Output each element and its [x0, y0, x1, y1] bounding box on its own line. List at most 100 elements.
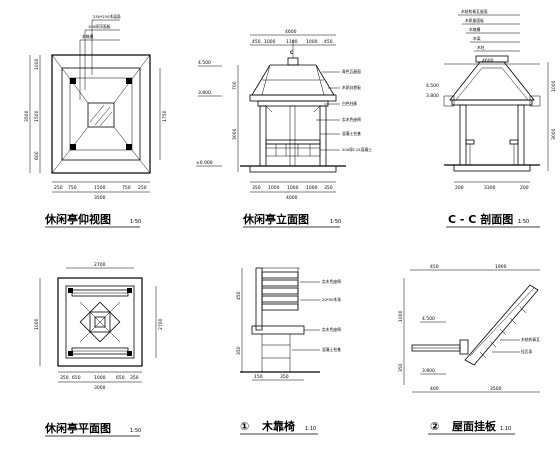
plan-dim-top: 2700	[94, 262, 106, 268]
elevation-level-2: 3.800	[198, 90, 211, 96]
plan-dim-b2: 650	[72, 375, 81, 381]
roof-detail-number: ②	[430, 420, 439, 433]
plan-dim-l1: 1000	[34, 318, 40, 330]
roof-detail-dim-b2: 3500	[490, 386, 502, 392]
section-note-5: 木柱	[477, 45, 485, 50]
hatch-line	[94, 106, 111, 126]
bench-dim-l2: 350	[236, 346, 242, 355]
elevation-drawing: C 4600 450 1000 1100 1000 450 4.500 3.80…	[196, 29, 372, 228]
hatch-line	[89, 104, 105, 123]
plan-outline	[57, 277, 143, 367]
elevation-note-4: 实木色座椅	[342, 117, 361, 122]
section-note-3: 木格栅	[469, 27, 481, 32]
bench-note-4: 混凝土柱基	[322, 347, 341, 352]
elevation-dim-t4: 1000	[306, 39, 318, 45]
elevation-dim-t2: 1000	[264, 39, 276, 45]
center-skylight	[87, 102, 115, 128]
beam	[257, 100, 329, 107]
foundation	[249, 165, 337, 173]
eave-board	[249, 94, 337, 102]
paving-square	[89, 311, 111, 333]
elevation-dim-top-total: 4600	[285, 29, 297, 35]
elevation-dim-b3: 1000	[287, 185, 299, 191]
section-mark-c: C	[290, 50, 294, 56]
elevation-level-3: ±0.000	[196, 160, 213, 166]
plan-title: 休闲亭平面图	[44, 421, 111, 435]
column	[319, 105, 327, 167]
roof-detail-dim-l2: 350	[398, 363, 404, 372]
column-back	[289, 105, 296, 167]
section-note-2: 木质屋面板	[465, 18, 484, 23]
bench-number: ①	[240, 420, 249, 433]
column-post	[70, 144, 76, 150]
elevation-dim-b2: 1000	[268, 185, 280, 191]
plan-dim-right: 2700	[158, 318, 164, 330]
bench-base	[265, 143, 321, 157]
section-title: C - C 剖面图	[448, 212, 513, 226]
outer-roof-outline	[51, 54, 151, 174]
elevation-dim-l1: 700	[232, 81, 238, 90]
bench-scale: 1:10	[305, 426, 316, 432]
bench-post	[255, 267, 263, 331]
elevation-note-3: 白色柱廊	[342, 101, 357, 106]
bench-seat	[265, 139, 321, 145]
eave-left	[443, 95, 455, 107]
plan-dim-b1: 350	[60, 375, 69, 381]
top-view-dim-b2: 750	[68, 185, 77, 191]
section-note-4: 木梁	[473, 36, 481, 41]
beam-section	[451, 99, 533, 106]
elevation-dim-b1: 350	[252, 185, 261, 191]
ridge	[475, 55, 509, 63]
bench-note-3: 实木色座椅	[322, 327, 341, 332]
bench-dim-b2: 350	[280, 374, 289, 380]
center-square	[94, 316, 106, 328]
column-section	[459, 104, 467, 166]
section-dim-top-total: 4600	[482, 58, 494, 64]
top-view-dim-ltotal: 3500	[24, 110, 30, 122]
elevation-note-1: 青色瓦屋面	[342, 69, 361, 74]
column-post	[126, 144, 132, 150]
elevation-dim-t3: 1100	[286, 39, 298, 45]
hatch-line	[99, 111, 113, 127]
top-view-dim-b3: 1500	[94, 185, 106, 191]
top-view-dim-l1: 1000	[34, 58, 40, 70]
elevation-dim-t5: 450	[324, 39, 333, 45]
elevation-note-2: 木质封檐板	[342, 85, 361, 90]
column-post	[126, 78, 132, 84]
elevation-level-1: 4.500	[198, 60, 211, 66]
top-view-dim-b4: 750	[122, 185, 131, 191]
top-view-note-3: 木格栅	[82, 34, 94, 39]
elevation-dim-l2: 3000	[232, 128, 238, 140]
bench-note-1: 实木色座椅	[322, 279, 341, 284]
section-note-1: 木结构青瓦屋面	[461, 9, 488, 14]
elevation-dim-b-total: 4000	[286, 195, 298, 201]
top-view-dim-b1: 250	[54, 185, 63, 191]
column	[259, 105, 267, 167]
elevation-title: 休闲亭立面图	[242, 212, 309, 226]
top-view-dim-b5: 250	[138, 185, 147, 191]
plan-drawing: 2700 1000 2700 350 650 1000 650 350 3000…	[34, 262, 164, 437]
roof-detail-level-2: 3.800	[422, 368, 435, 374]
top-view-scale: 1:50	[130, 219, 141, 225]
elevation-note-5: 混凝土柱基	[342, 131, 361, 136]
section-dim-r2: 3000	[551, 128, 557, 140]
eave-right	[529, 95, 541, 107]
section-dim-r1: 1000	[551, 80, 557, 92]
plan-dim-b4: 650	[116, 375, 125, 381]
elevation-dim-b4: 1000	[306, 185, 318, 191]
section-level-2: 3.800	[426, 93, 439, 99]
section-dim-b1: 200	[455, 185, 464, 191]
bench-note-2: 20*50木条	[322, 297, 341, 302]
bench-title: 木靠椅	[261, 419, 295, 433]
section-drawing: 木结构青瓦屋面 木质屋面板 木格栅 木梁 木柱 4600 4.500 3.800…	[426, 9, 557, 228]
elevation-dim-b5: 350	[324, 185, 333, 191]
column-section	[517, 104, 525, 166]
elevation-dim-t1: 450	[252, 39, 261, 45]
section-scale: 1:50	[518, 219, 529, 225]
roof-detail-level-1: 4.500	[422, 316, 435, 322]
roof-detail-scale: 1:10	[500, 426, 511, 432]
roof-detail-note-2: 挂瓦条	[521, 349, 533, 354]
bench-drawing: 450 350 实木色座椅 20*50木条 实木色座椅 混凝土柱基 150 35…	[236, 267, 341, 435]
elevation-scale: 1:50	[330, 219, 341, 225]
